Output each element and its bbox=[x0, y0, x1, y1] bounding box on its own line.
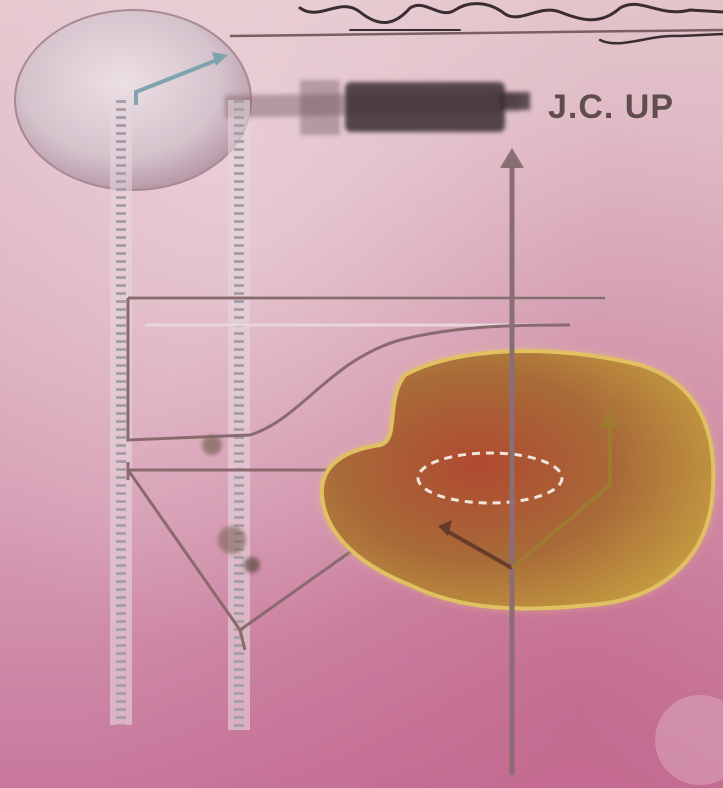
syringe-smear bbox=[225, 80, 530, 135]
top-rule bbox=[230, 30, 723, 36]
faint-circle bbox=[655, 695, 723, 785]
signature bbox=[300, 4, 723, 44]
blob bbox=[322, 351, 713, 608]
dotted-tube-right bbox=[228, 100, 250, 730]
label-jc-up: J.C. UP bbox=[548, 88, 674, 127]
vertical-axis-head bbox=[500, 148, 524, 168]
sphere bbox=[15, 10, 251, 190]
